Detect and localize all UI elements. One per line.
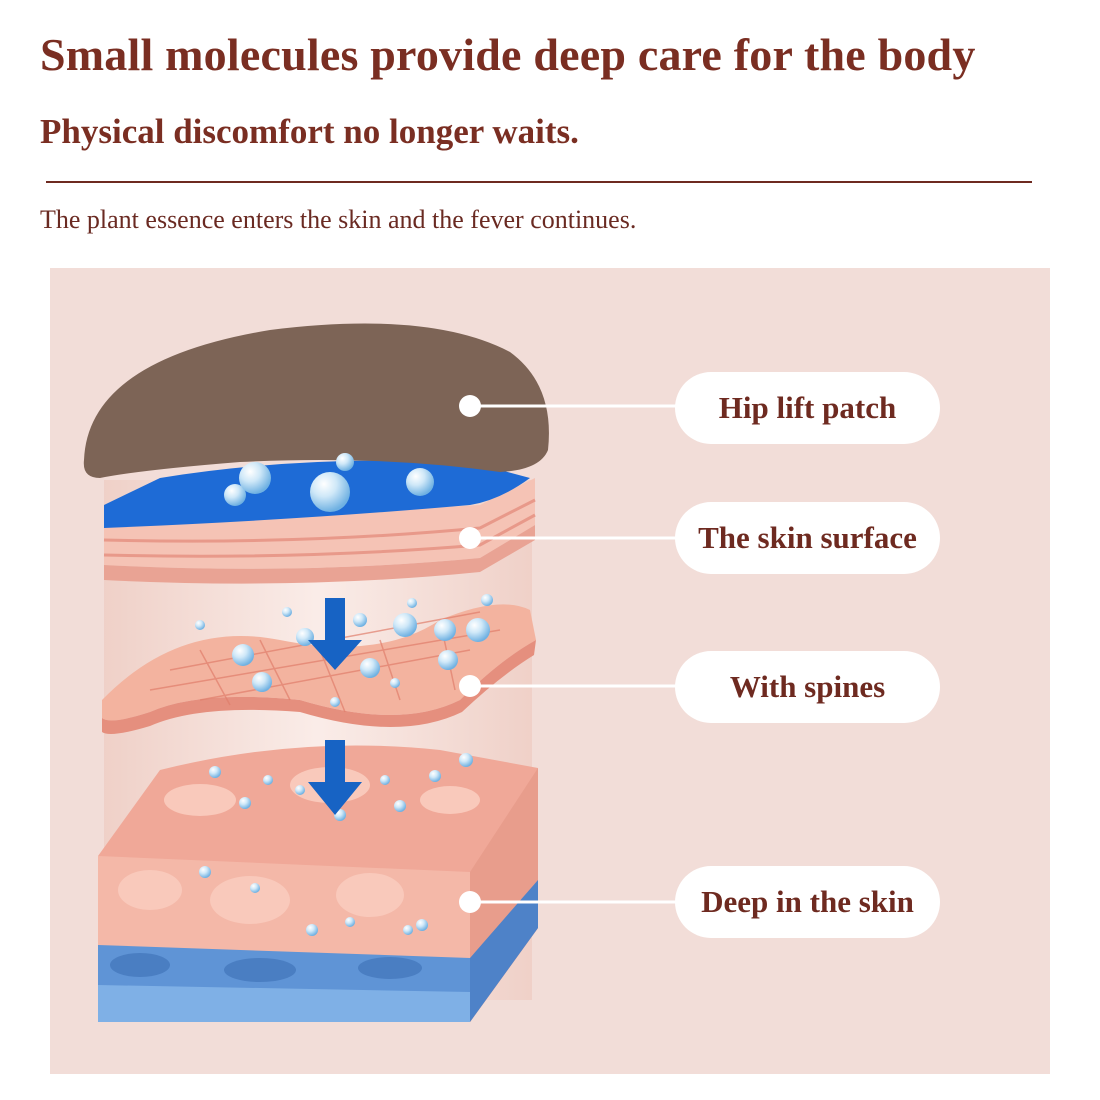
label-skin-surface: The skin surface: [675, 502, 940, 574]
connector-with-spines: [459, 675, 680, 697]
connector-deep-in-skin: [459, 891, 680, 913]
gel-bubbles: [224, 453, 434, 512]
divider-rule: [46, 181, 1032, 183]
page-title: Small molecules provide deep care for th…: [40, 29, 976, 80]
skin-surface-layers: [103, 478, 536, 584]
down-arrow-icon: [308, 740, 362, 815]
middle-bubbles: [195, 594, 493, 707]
down-arrow-icon: [308, 598, 362, 670]
deep-skin-block: [98, 745, 538, 1022]
label-hip-lift-patch: Hip lift patch: [675, 372, 940, 444]
deep-bubbles: [199, 753, 473, 936]
label-deep-in-skin: Deep in the skin: [675, 866, 940, 938]
page-subtitle: Physical discomfort no longer waits.: [40, 112, 579, 151]
label-with-spines: With spines: [675, 651, 940, 723]
connector-hip-lift-patch: [459, 395, 680, 417]
hip-lift-patch: [83, 323, 549, 478]
connector-skin-surface: [459, 527, 680, 549]
page-description: The plant essence enters the skin and th…: [40, 205, 637, 234]
spine-layer: [102, 604, 536, 734]
